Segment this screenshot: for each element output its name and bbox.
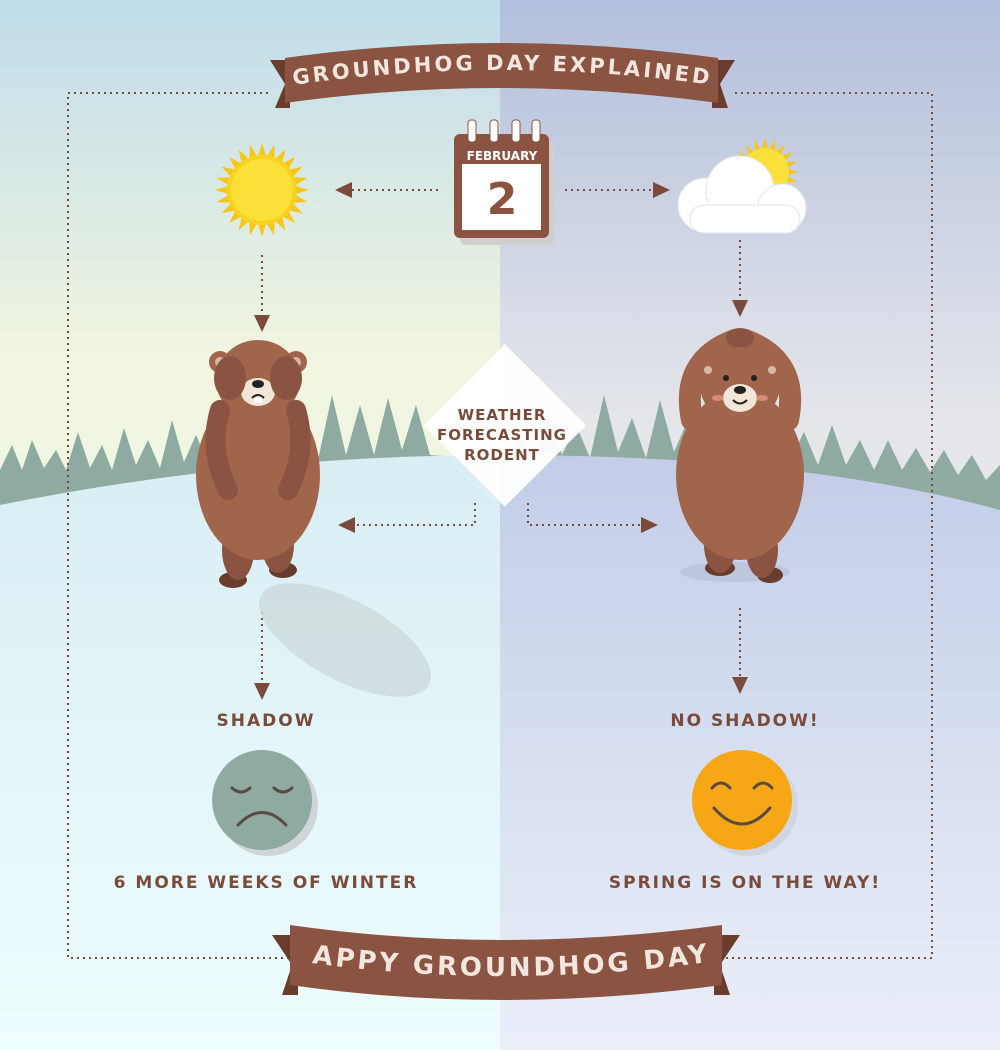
center-label-line2: FORECASTING bbox=[437, 426, 567, 444]
center-label-line1: WEATHER bbox=[458, 406, 547, 424]
calendar-icon: FEBRUARY 2 bbox=[454, 119, 555, 245]
sun-ray bbox=[294, 185, 309, 195]
sad-face-icon bbox=[212, 750, 318, 856]
calendar-month: FEBRUARY bbox=[467, 149, 538, 163]
right-outcome-label: NO SHADOW! bbox=[670, 711, 819, 731]
left-result-label: 6 MORE WEEKS OF WINTER bbox=[114, 873, 419, 893]
sun-ray bbox=[215, 185, 230, 195]
scared-groundhog bbox=[196, 340, 320, 588]
left-outcome-label: SHADOW bbox=[217, 711, 316, 731]
happy-face-icon bbox=[692, 750, 798, 856]
right-result-label: SPRING IS ON THE WAY! bbox=[609, 873, 881, 893]
title-banner: GROUNDHOG DAY EXPLAINED bbox=[270, 43, 735, 108]
groundhog-shadow bbox=[259, 583, 431, 697]
sun-ray bbox=[786, 168, 799, 176]
sun-icon bbox=[215, 143, 309, 237]
happy-groundhog bbox=[676, 328, 804, 583]
sun-ray bbox=[257, 222, 267, 237]
sun-ray bbox=[257, 143, 267, 158]
center-diamond: WEATHER FORECASTING RODENT bbox=[423, 344, 587, 507]
center-label-line3: RODENT bbox=[464, 446, 540, 464]
sun-ray bbox=[761, 138, 769, 151]
flow-arrows bbox=[261, 189, 741, 686]
sun-behind-cloud-icon bbox=[677, 138, 807, 234]
calendar-day: 2 bbox=[487, 174, 518, 225]
arrow-heads bbox=[254, 182, 748, 700]
